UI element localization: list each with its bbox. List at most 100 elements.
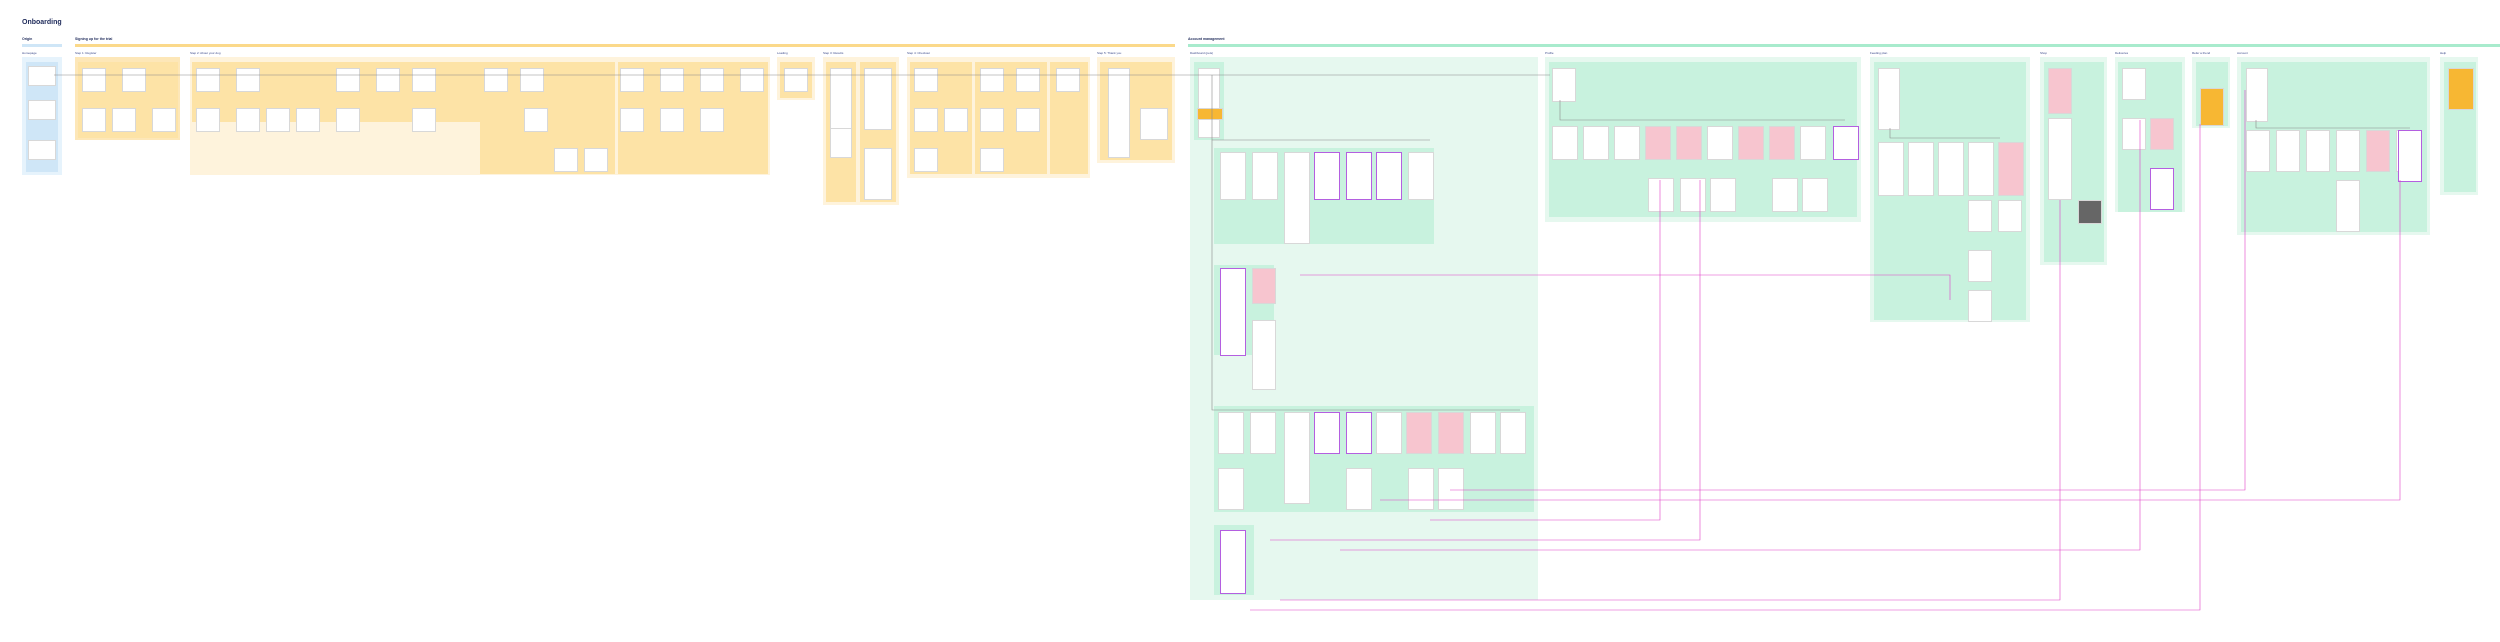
screen-frame[interactable] (2276, 130, 2300, 172)
screen-frame[interactable] (1406, 412, 1432, 454)
screen-frame[interactable] (1552, 68, 1576, 102)
screen-frame[interactable] (196, 108, 220, 132)
screen-frame[interactable] (1676, 126, 1702, 160)
screen-frame[interactable] (2122, 68, 2146, 100)
screen-frame[interactable] (1108, 68, 1130, 158)
screen-frame[interactable] (152, 108, 176, 132)
screen-frame[interactable] (82, 68, 106, 92)
screen-frame[interactable] (944, 108, 968, 132)
screen-frame[interactable] (914, 108, 938, 132)
screen-frame[interactable] (112, 108, 136, 132)
screen-frame[interactable] (980, 148, 1004, 172)
screen-frame[interactable] (1198, 68, 1220, 138)
screen-frame[interactable] (2306, 130, 2330, 172)
screen-frame[interactable] (1408, 152, 1434, 200)
screen-frame[interactable] (1438, 412, 1464, 454)
screen-frame[interactable] (584, 148, 608, 172)
screen-frame[interactable] (1346, 468, 1372, 510)
screen-frame[interactable] (28, 140, 56, 160)
screen-frame[interactable] (620, 108, 644, 132)
screen-frame[interactable] (980, 108, 1004, 132)
screen-frame[interactable] (1284, 412, 1310, 504)
screen-frame[interactable] (28, 100, 56, 120)
screen-frame[interactable] (1220, 152, 1246, 200)
screen-frame[interactable] (1250, 412, 1276, 454)
screen-frame[interactable] (1908, 142, 1934, 196)
screen-frame[interactable] (1707, 126, 1733, 160)
screen-frame[interactable] (28, 66, 56, 86)
screen-frame[interactable] (2048, 118, 2072, 200)
screen-frame[interactable] (1680, 178, 1706, 212)
screen-frame[interactable] (524, 108, 548, 132)
screen-frame[interactable] (1252, 268, 1276, 304)
screen-frame[interactable] (660, 68, 684, 92)
screen-frame[interactable] (554, 148, 578, 172)
screen-frame[interactable] (1252, 320, 1276, 390)
screen-frame[interactable] (1408, 468, 1434, 510)
screen-frame[interactable] (1583, 126, 1609, 160)
screen-frame[interactable] (914, 148, 938, 172)
screen-frame[interactable] (1998, 200, 2022, 232)
screen-frame[interactable] (1802, 178, 1828, 212)
screen-frame[interactable] (2246, 130, 2270, 172)
screen-frame[interactable] (1968, 200, 1992, 232)
screen-frame[interactable] (236, 68, 260, 92)
screen-frame[interactable] (236, 108, 260, 132)
screen-frame[interactable] (2366, 130, 2390, 172)
screen-frame[interactable] (914, 68, 938, 92)
screen-frame[interactable] (1470, 412, 1496, 454)
screen-frame[interactable] (784, 68, 808, 92)
screen-frame[interactable] (412, 108, 436, 132)
screen-frame[interactable] (1218, 412, 1244, 454)
screen-frame[interactable] (1376, 412, 1402, 454)
screen-frame[interactable] (1140, 108, 1168, 140)
screen-frame[interactable] (1016, 108, 1040, 132)
screen-frame[interactable] (1220, 530, 1246, 594)
screen-frame[interactable] (2078, 200, 2102, 224)
screen-frame[interactable] (2150, 118, 2174, 150)
screen-frame[interactable] (2122, 118, 2146, 150)
screen-frame[interactable] (1648, 178, 1674, 212)
screen-frame[interactable] (1284, 152, 1310, 244)
screen-frame[interactable] (1968, 142, 1994, 196)
screen-frame[interactable] (296, 108, 320, 132)
screen-frame[interactable] (1833, 126, 1859, 160)
screen-frame[interactable] (2336, 130, 2360, 172)
screen-frame[interactable] (412, 68, 436, 92)
screen-frame[interactable] (1772, 178, 1798, 212)
screen-frame[interactable] (700, 108, 724, 132)
screen-frame[interactable] (830, 128, 852, 158)
screen-frame[interactable] (1220, 268, 1246, 356)
screen-frame[interactable] (1438, 468, 1464, 510)
screen-frame[interactable] (336, 108, 360, 132)
screen-frame[interactable] (2150, 168, 2174, 210)
screen-frame[interactable] (1314, 412, 1340, 454)
screen-frame[interactable] (1738, 126, 1764, 160)
screen-frame[interactable] (520, 68, 544, 92)
screen-frame[interactable] (1614, 126, 1640, 160)
screen-frame[interactable] (1500, 412, 1526, 454)
screen-frame[interactable] (1056, 68, 1080, 92)
screen-frame[interactable] (1016, 68, 1040, 92)
screen-frame[interactable] (1552, 126, 1578, 160)
screen-frame[interactable] (1968, 250, 1992, 282)
screen-frame[interactable] (1800, 126, 1826, 160)
screen-frame[interactable] (980, 68, 1004, 92)
screen-frame[interactable] (660, 108, 684, 132)
screen-frame[interactable] (82, 108, 106, 132)
screen-frame[interactable] (122, 68, 146, 92)
screen-frame[interactable] (700, 68, 724, 92)
screen-frame[interactable] (266, 108, 290, 132)
screen-frame[interactable] (1878, 142, 1904, 196)
screen-frame[interactable] (1998, 142, 2024, 196)
screen-frame[interactable] (1645, 126, 1671, 160)
screen-frame[interactable] (620, 68, 644, 92)
screen-frame[interactable] (1376, 152, 1402, 200)
screen-frame[interactable] (1878, 68, 1900, 130)
screen-frame[interactable] (2448, 68, 2474, 110)
screen-frame[interactable] (196, 68, 220, 92)
screen-frame[interactable] (1769, 126, 1795, 160)
screen-frame[interactable] (2336, 180, 2360, 232)
screen-frame[interactable] (1968, 290, 1992, 322)
screen-frame[interactable] (2246, 68, 2268, 122)
